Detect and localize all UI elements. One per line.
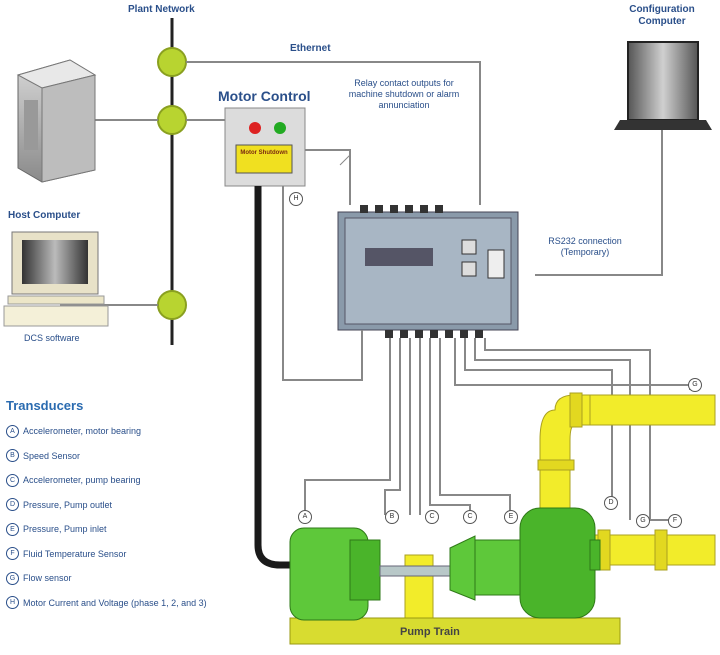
motor-control-box <box>224 107 306 187</box>
server-icon <box>16 59 97 183</box>
tag-a-motor: A <box>298 510 312 524</box>
tag-g-flow: G <box>636 514 650 528</box>
motor <box>289 527 471 621</box>
tag-h-motor-control: H <box>289 192 303 206</box>
host-computer-label: Host Computer <box>8 210 81 221</box>
pump-train-label: Pump Train <box>400 626 460 638</box>
rs232-line <box>535 130 663 276</box>
configuration-computer-icon <box>614 41 712 130</box>
ethernet-line <box>186 61 481 205</box>
relay-note: Relay contact outputs for machine shutdo… <box>348 78 460 110</box>
pump-base <box>289 617 621 645</box>
motor-shutdown-label: Motor Shutdown <box>240 150 288 156</box>
tag-d-outlet: D <box>604 496 618 510</box>
motor-cable <box>254 186 300 569</box>
transducer-wires <box>304 338 691 521</box>
pump <box>449 507 601 619</box>
tag-g-flow-2: G <box>688 378 702 392</box>
relay-line <box>305 149 351 205</box>
tag-f-temp: F <box>668 514 682 528</box>
tag-e-inlet: E <box>504 510 518 524</box>
plant-network-line <box>157 18 187 345</box>
ethernet-label: Ethernet <box>290 43 331 54</box>
tag-c-pump: C <box>425 510 439 524</box>
host-computer-icon <box>3 231 109 327</box>
motor-control-label: Motor Control <box>218 88 311 104</box>
monitor-module <box>337 205 519 338</box>
rs232-label: RS232 connection (Temporary) <box>548 236 622 257</box>
configuration-computer-label: Configuration Computer <box>629 4 695 27</box>
tag-b-speed: B <box>385 510 399 524</box>
dcs-software-label: DCS software <box>24 333 80 343</box>
relay-return-line <box>282 186 363 381</box>
plant-network-label: Plant Network <box>128 4 195 15</box>
tag-c-pump-2: C <box>463 510 477 524</box>
piping <box>404 392 716 631</box>
legend-title: Transducers <box>6 398 84 413</box>
